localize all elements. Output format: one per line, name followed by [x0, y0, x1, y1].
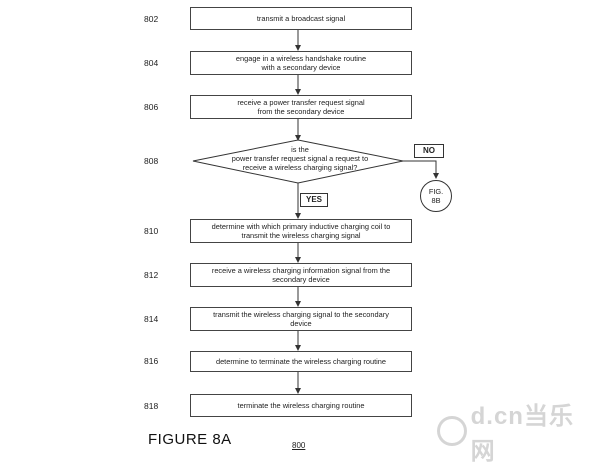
step-number-804: 804: [144, 58, 159, 68]
dcn-logo-icon: [437, 416, 467, 446]
step-text: determine with which primary inductive c…: [211, 222, 391, 240]
step-text: engage in a wireless handshake routine w…: [235, 54, 367, 72]
step-text: transmit a broadcast signal: [256, 14, 346, 23]
yes-label: YES: [300, 193, 328, 207]
step-number-818: 818: [144, 401, 159, 411]
step-number-816: 816: [144, 356, 159, 366]
step-number-810: 810: [144, 226, 159, 236]
figure-number: 800: [292, 441, 306, 450]
step-number-812: 812: [144, 270, 159, 280]
offpage-connector-fig-8b: FIG. 8B: [420, 180, 452, 212]
step-box-804: engage in a wireless handshake routine w…: [190, 51, 412, 75]
flow-connectors: [192, 30, 439, 394]
step-box-814: transmit the wireless charging signal to…: [190, 307, 412, 331]
no-label: NO: [414, 144, 444, 158]
step-number-808: 808: [144, 156, 159, 166]
step-text: transmit the wireless charging signal to…: [213, 310, 389, 328]
step-box-816: determine to terminate the wireless char…: [190, 351, 412, 372]
step-number-814: 814: [144, 314, 159, 324]
step-text: receive a wireless charging information …: [211, 266, 391, 284]
decision-question: is the power transfer request signal a r…: [231, 145, 369, 172]
watermark-text: d.cn当乐网: [470, 403, 574, 465]
step-text: determine to terminate the wireless char…: [215, 357, 387, 366]
watermark: d.cn当乐网: [437, 403, 597, 465]
step-text: receive a power transfer request signal …: [237, 98, 365, 116]
step-box-802: transmit a broadcast signal: [190, 7, 412, 30]
step-text: terminate the wireless charging routine: [237, 401, 365, 410]
connector-no-branch: [403, 160, 439, 179]
step-box-806: receive a power transfer request signal …: [190, 95, 412, 119]
figure-title: FIGURE 8A: [148, 431, 232, 448]
step-box-810: determine with which primary inductive c…: [190, 219, 412, 243]
step-number-802: 802: [144, 14, 159, 24]
step-box-818: terminate the wireless charging routine: [190, 394, 412, 417]
step-box-812: receive a wireless charging information …: [190, 263, 412, 287]
step-number-806: 806: [144, 102, 159, 112]
